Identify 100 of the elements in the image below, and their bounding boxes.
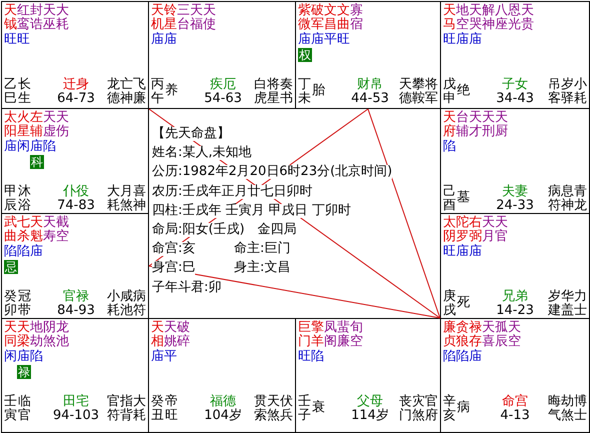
star-name: 阴煞 (43, 321, 56, 349)
age-range: 84-93 (56, 304, 96, 318)
spirit-name: 大耗 (133, 395, 146, 423)
star-name: 天哭 (469, 4, 482, 32)
palace-cell (1, 108, 149, 214)
palace-cell (148, 318, 296, 433)
stem-branch: 辛亥 (443, 395, 456, 423)
star-name: 恩光 (508, 4, 521, 32)
palace-name: 兄弟 (501, 290, 529, 304)
star-name: 大耗 (56, 4, 69, 32)
star-name: 天空 (508, 321, 521, 349)
star-name: 红鸾 (17, 4, 30, 32)
age-range: 54-63 (203, 92, 243, 106)
star-name: 解神 (482, 4, 495, 32)
palace-name: 子女 (501, 78, 529, 92)
star-name: 天钺 (4, 4, 17, 32)
spirit-name: 华盖 (561, 290, 574, 318)
brightness-label: 旺陷 (298, 350, 324, 364)
brightness-label: 陷陷庙 (443, 350, 482, 364)
star-name: 火星 (17, 111, 30, 139)
star-name: 天机 (151, 4, 164, 32)
spirit-name: 天煞 (267, 395, 280, 423)
star-name: 破军 (311, 4, 324, 32)
palace-cell (1, 318, 149, 433)
spirit-name: 月煞 (120, 185, 133, 213)
spirit-name: 将星 (267, 78, 280, 106)
spirit-name: 丧门 (399, 395, 412, 423)
spirit-name: 天德 (399, 78, 412, 106)
spirit-name: 官府 (425, 395, 438, 423)
palace-name: 田宅 (62, 395, 90, 409)
palace-name: 官禄 (62, 290, 90, 304)
star-name: 天使 (203, 4, 216, 32)
transform-badge: 忌 (4, 260, 18, 274)
transform-badge: 科 (30, 155, 44, 169)
spirit-name: 将军 (425, 78, 438, 106)
star-name: 廉贞 (443, 321, 456, 349)
star-name: 八座 (495, 4, 508, 32)
star-name: 天府 (443, 111, 456, 139)
spirit-name: 亡神 (120, 78, 133, 106)
star-name: 地空 (456, 4, 469, 32)
brightness-label: 闲庙陷 (4, 350, 43, 364)
star-name: 天相 (151, 321, 164, 349)
connector-line (148, 266, 440, 318)
palace-cell (148, 1, 296, 109)
star-name: 破碎 (177, 321, 190, 349)
transform-badge: 权 (298, 48, 312, 62)
star-name: 天官 (495, 216, 508, 244)
stem-branch: 乙巳 (4, 78, 17, 106)
stem-branch: 己酉 (443, 185, 456, 213)
star-name: 太阳 (4, 111, 17, 139)
star-name: 天姚 (164, 321, 177, 349)
spirit-name: 病符 (133, 290, 146, 318)
palace-cell (295, 318, 441, 433)
brightness-label: 陷 (443, 140, 456, 154)
stem-branch: 壬子 (298, 395, 311, 423)
spirit-name: 博士 (574, 395, 587, 423)
star-name: 陀罗 (456, 216, 469, 244)
age-range: 114岁 (350, 409, 390, 423)
stem-branch: 癸丑 (151, 395, 164, 423)
spirit-name: 岁驿 (561, 78, 574, 106)
brightness-label: 陷陷庙 (4, 245, 43, 259)
star-name: 天贵 (521, 4, 534, 32)
palace-name: 财帛 (356, 78, 384, 92)
brightness-label: 庙庙平旺 (298, 33, 350, 47)
spirit-name: 息神 (561, 185, 574, 213)
growth-stage: 沐浴 (18, 185, 31, 213)
spirit-name: 岁建 (548, 290, 561, 318)
stem-branch: 庚戌 (443, 290, 456, 318)
star-name: 凤阁 (324, 321, 337, 349)
palace-cell (440, 318, 590, 433)
spirit-name: 力士 (574, 290, 587, 318)
growth-stage: 养 (165, 84, 178, 98)
palace-cell (440, 108, 590, 214)
growth-stage: 衰 (312, 401, 325, 415)
growth-stage: 墓 (457, 191, 470, 205)
age-range: 74-83 (56, 199, 96, 213)
palace-name: 父母 (356, 395, 383, 409)
star-name: 蜚廉 (337, 321, 350, 349)
brightness-label: 旺旺 (4, 33, 30, 47)
brightness-label: 旺庙庙 (443, 245, 482, 259)
growth-stage: 绝 (457, 84, 470, 98)
stem-branch: 丙午 (151, 78, 164, 106)
palace-cell (295, 1, 441, 109)
star-name: 三台 (177, 4, 190, 32)
star-name: 紫微 (298, 4, 311, 32)
stem-branch: 癸卯 (4, 290, 17, 318)
star-name: 七杀 (17, 216, 30, 244)
star-name: 封诰 (30, 4, 43, 32)
growth-stage: 长生 (18, 78, 31, 106)
star-name: 天刑 (482, 111, 495, 139)
brightness-label: 庙庙 (151, 33, 177, 47)
growth-stage: 死 (457, 296, 470, 310)
age-range: 44-53 (350, 92, 390, 106)
spirit-name: 龙德 (107, 78, 120, 106)
star-name: 天梁 (17, 321, 30, 349)
spirit-name: 晦气 (548, 395, 561, 423)
star-name: 截空 (56, 216, 69, 244)
spirit-name: 大耗 (107, 185, 120, 213)
star-name: 孤辰 (495, 321, 508, 349)
palace-name: 仆役 (62, 185, 90, 199)
